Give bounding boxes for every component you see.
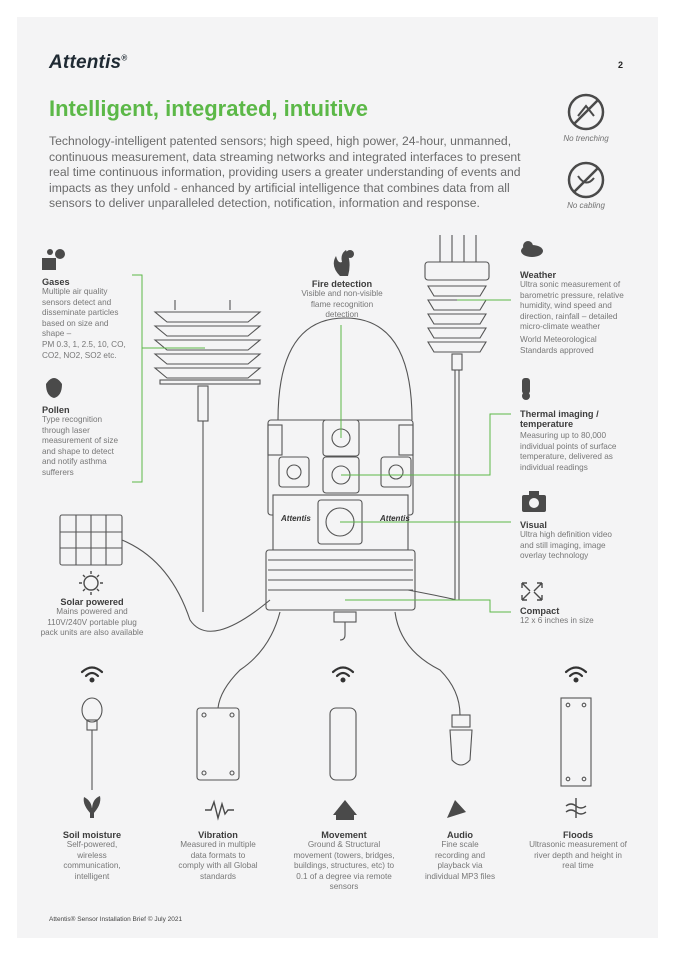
leader-compact: [345, 599, 511, 613]
pollen-title: Pollen: [42, 405, 70, 415]
attentis-logo: Attentis®: [49, 52, 128, 73]
page-number: 2: [618, 60, 624, 70]
feature-thermal-imaging: Thermal imaging /temperature Measuring u…: [520, 409, 650, 473]
weather-icon: [521, 241, 543, 257]
solar-title: Solar powered: [60, 597, 124, 607]
vibration-icon: [205, 799, 234, 821]
soil-moisture-probe: [81, 697, 103, 790]
fire-icon: [333, 250, 354, 276]
feature-compact: Compact 12 x 6 inches in size: [520, 606, 650, 627]
no-cabling-label: No cabling: [567, 201, 605, 210]
cable-solar: [121, 539, 271, 632]
device-brand-right: Attentis: [380, 514, 410, 523]
intro-paragraph: Technology-intelligent patented sensors;…: [49, 134, 521, 210]
weather-title: Weather: [520, 270, 557, 280]
soil-moisture-icon: [83, 796, 101, 818]
thermometer-icon: [522, 378, 530, 400]
movement-sensor-cylinder: [329, 707, 357, 781]
weather-station: [424, 235, 490, 600]
movement-title: Movement: [321, 830, 367, 840]
leader-thermal: [341, 413, 511, 476]
gases-icon: [42, 249, 65, 270]
leader-gases: [132, 274, 143, 483]
no-trenching-icon: [567, 93, 605, 131]
audio-title: Audio: [446, 830, 474, 840]
thermal-title: Thermal imaging /temperature: [520, 409, 599, 429]
compact-desc: 12 x 6 inches in size: [520, 616, 594, 625]
sun-icon: [79, 571, 103, 595]
wifi-icon-soil: [80, 666, 104, 683]
page-title: Intelligent, integrated, intuitive: [49, 96, 369, 121]
device-dome: [277, 317, 413, 421]
gas-sensor-housing: [153, 300, 262, 612]
floods-icon: [565, 798, 587, 818]
vibration-title: Vibration: [198, 830, 238, 840]
no-cabling-icon: [567, 161, 605, 199]
cable-vibration: [217, 611, 281, 709]
camera-icon: [522, 491, 546, 512]
wifi-icon-floods: [564, 666, 588, 683]
pollen-icon: [46, 378, 62, 398]
solar-panel: [59, 514, 123, 566]
no-trenching-label: No trenching: [563, 134, 609, 143]
flood-sensor-plate: [560, 697, 592, 787]
compact-title: Compact: [520, 606, 560, 616]
audio-icon: [447, 800, 466, 818]
wifi-icon-movement: [331, 666, 355, 683]
visual-title: Visual: [520, 520, 547, 530]
fire-title: Fire detection: [311, 279, 373, 289]
soil-title: Soil moisture: [62, 830, 122, 840]
vibration-sensor-box: [196, 707, 240, 781]
device-brand-left: Attentis: [281, 514, 311, 523]
cable-audio: [394, 611, 461, 716]
gases-title: Gases: [42, 277, 70, 287]
footer-text: Attentis® Sensor Installation Brief © Ju…: [49, 916, 183, 923]
movement-icon: [333, 800, 357, 820]
floods-title: Floods: [562, 830, 594, 840]
compact-icon: [521, 582, 543, 601]
audio-microphone: [449, 714, 473, 766]
